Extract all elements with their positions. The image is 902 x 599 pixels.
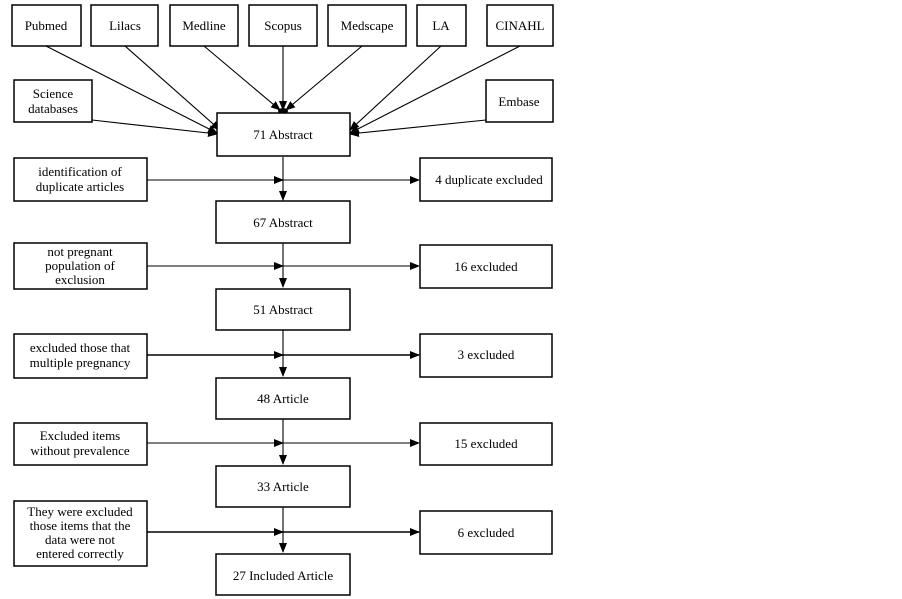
- excluded-box-5: 6 excluded: [419, 510, 553, 555]
- source-cinahl-label: CINAHL: [495, 18, 544, 33]
- main-box-33-label: 33 Article: [257, 479, 309, 494]
- main-box-67-label: 67 Abstract: [253, 215, 313, 230]
- main-box-48: 48 Article: [215, 377, 351, 420]
- main-box-33: 33 Article: [215, 465, 351, 508]
- excluded-box-2: 16 excluded: [419, 244, 553, 289]
- excluded-5-label: 6 excluded: [458, 525, 515, 540]
- criterion-box-3: excluded those that multiple pregnancy: [13, 333, 148, 379]
- source-cinahl: CINAHL: [486, 4, 554, 47]
- main-box-71: 71 Abstract: [216, 112, 351, 157]
- criterion-2-line-1: not pregnant: [47, 244, 113, 259]
- criterion-2-line-2: population of: [45, 258, 115, 273]
- criterion-box-1: identification of duplicate articles: [13, 157, 148, 202]
- criterion-box-4: Excluded items without prevalence: [13, 422, 148, 466]
- criterion-box-5: They were excluded those items that the …: [13, 500, 148, 567]
- source-embase: Embase: [485, 79, 554, 123]
- criterion-1-line-2: duplicate articles: [36, 179, 124, 194]
- source-medline-label: Medline: [182, 18, 226, 33]
- source-science-databases: Science databases: [13, 79, 93, 123]
- criterion-3-line-2: multiple pregnancy: [30, 355, 131, 370]
- main-box-48-label: 48 Article: [257, 391, 309, 406]
- source-medscape-label: Medscape: [341, 18, 394, 33]
- main-box-27: 27 Included Article: [215, 553, 351, 596]
- criterion-2-line-3: exclusion: [55, 272, 105, 287]
- science-databases-line-1: Science: [33, 86, 74, 101]
- criterion-box-2: not pregnant population of exclusion: [13, 242, 148, 290]
- source-pubmed: Pubmed: [11, 4, 82, 47]
- excluded-3-label: 3 excluded: [458, 347, 515, 362]
- main-box-67: 67 Abstract: [215, 200, 351, 244]
- excluded-box-3: 3 excluded: [419, 333, 553, 378]
- source-pubmed-label: Pubmed: [25, 18, 68, 33]
- criterion-5-line-2: those items that the: [30, 518, 131, 533]
- source-scopus-label: Scopus: [264, 18, 302, 33]
- source-la: LA: [416, 4, 467, 47]
- exclusion-connectors: [147, 176, 420, 536]
- excluded-box-1: 4 duplicate excluded: [419, 157, 553, 202]
- criterion-4-line-2: without prevalence: [30, 443, 129, 458]
- criterion-3-line-1: excluded those that: [30, 340, 131, 355]
- source-lilacs-label: Lilacs: [109, 18, 141, 33]
- excluded-box-4: 15 excluded: [419, 422, 553, 466]
- main-box-27-label: 27 Included Article: [233, 568, 334, 583]
- source-medscape: Medscape: [327, 4, 407, 47]
- excluded-1-label: 4 duplicate excluded: [435, 172, 543, 187]
- excluded-2-label: 16 excluded: [454, 259, 518, 274]
- source-embase-label: Embase: [498, 94, 539, 109]
- main-box-51: 51 Abstract: [215, 288, 351, 331]
- science-databases-line-2: databases: [28, 101, 78, 116]
- source-la-label: LA: [432, 18, 450, 33]
- source-lilacs: Lilacs: [90, 4, 159, 47]
- source-medline: Medline: [169, 4, 239, 47]
- criterion-5-line-1: They were excluded: [27, 504, 133, 519]
- criterion-1-line-1: identification of: [38, 164, 122, 179]
- main-box-51-label: 51 Abstract: [253, 302, 313, 317]
- criterion-4-line-1: Excluded items: [40, 428, 121, 443]
- source-scopus: Scopus: [248, 4, 318, 47]
- criterion-5-line-4: entered correctly: [36, 546, 124, 561]
- excluded-4-label: 15 excluded: [454, 436, 518, 451]
- main-box-71-label: 71 Abstract: [253, 127, 313, 142]
- criterion-5-line-3: data were not: [45, 532, 115, 547]
